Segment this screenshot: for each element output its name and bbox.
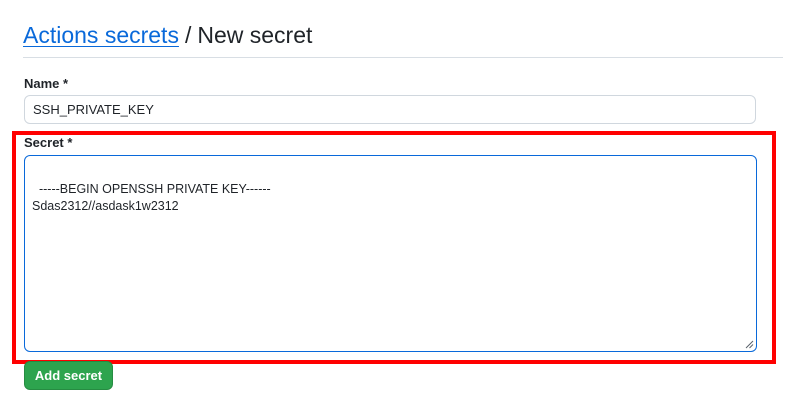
name-label: Name *: [24, 76, 69, 91]
secret-textarea-value: -----BEGIN OPENSSH PRIVATE KEY------ Sda…: [32, 182, 271, 213]
breadcrumb-separator: /: [184, 22, 192, 48]
breadcrumb: Actions secrets / New secret: [23, 18, 312, 52]
resize-grip-icon[interactable]: [745, 340, 754, 349]
secret-label: Secret *: [24, 135, 73, 150]
page-title: New secret: [197, 22, 313, 48]
secret-textarea[interactable]: -----BEGIN OPENSSH PRIVATE KEY------ Sda…: [24, 155, 757, 352]
add-secret-button[interactable]: Add secret: [24, 361, 113, 390]
header-divider: [23, 57, 783, 58]
name-input-value: SSH_PRIVATE_KEY: [33, 102, 154, 117]
breadcrumb-link-actions-secrets[interactable]: Actions secrets: [23, 22, 179, 48]
name-input[interactable]: SSH_PRIVATE_KEY: [24, 95, 756, 124]
